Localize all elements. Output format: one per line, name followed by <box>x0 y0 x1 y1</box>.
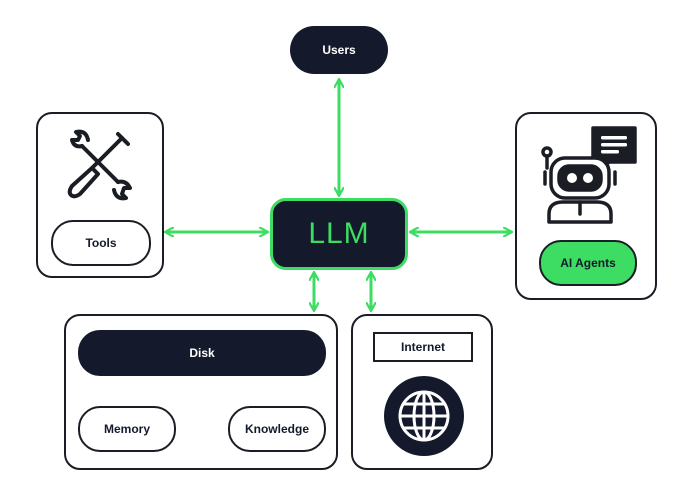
users-label: Users <box>322 43 356 57</box>
disk-label: Disk <box>189 346 215 360</box>
tools-icon <box>67 129 132 201</box>
tools-card: Tools <box>36 112 164 278</box>
internet-card: Internet <box>351 314 493 470</box>
users-node: Users <box>290 26 388 74</box>
internet-header: Internet <box>373 332 473 362</box>
internet-label: Internet <box>400 340 445 354</box>
tools-button: Tools <box>51 220 151 266</box>
llm-node: LLM <box>270 198 408 270</box>
disk-card: Disk Memory Knowledge <box>64 314 338 470</box>
knowledge-button: Knowledge <box>228 406 326 452</box>
ai-agents-card: AI Agents <box>515 112 657 300</box>
ai-agents-label: AI Agents <box>560 256 616 270</box>
globe-icon <box>384 376 464 456</box>
memory-button: Memory <box>78 406 176 452</box>
tools-label: Tools <box>85 236 117 250</box>
memory-label: Memory <box>103 422 150 436</box>
ai-agents-button: AI Agents <box>539 240 637 286</box>
llm-label: LLM <box>308 217 370 250</box>
disk-bar: Disk <box>78 330 326 376</box>
knowledge-label: Knowledge <box>244 422 309 436</box>
robot-chat-icon <box>541 126 637 224</box>
